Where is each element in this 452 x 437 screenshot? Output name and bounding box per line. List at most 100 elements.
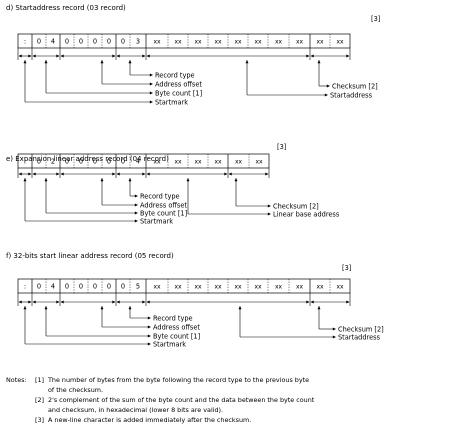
arrow-right-icon (112, 172, 116, 176)
record-cell: xx (194, 284, 202, 291)
record-cell: : (24, 38, 26, 46)
record-cell: xx (234, 39, 242, 46)
arrow-left-icon (310, 300, 314, 304)
record-frame (17, 153, 270, 169)
arrow-right-icon (267, 204, 271, 208)
record-cell: xx (194, 159, 202, 166)
record-cell: xx (254, 39, 262, 46)
label-checksum: Checksum [2] (338, 325, 384, 333)
arrow-left-icon (18, 300, 22, 304)
arrow-right-icon (112, 54, 116, 58)
record-cell: 0 (37, 158, 41, 166)
label-record-type: Record type (155, 71, 195, 79)
record-cell: 5 (136, 283, 140, 291)
record-cell: 0 (121, 38, 125, 46)
arrow-up-icon (100, 60, 104, 64)
arrow-right-icon (346, 54, 350, 58)
arrow-right-icon (147, 325, 151, 329)
record-cell: : (24, 158, 26, 166)
arrow-left-icon (18, 172, 22, 176)
notes-block: Notes:[1]The number of bytes from the by… (6, 376, 315, 424)
label-checksum: Checksum [2] (332, 82, 378, 90)
label-record-type: Record type (140, 192, 180, 200)
label-byte-count: Byte count [1] (155, 89, 202, 97)
record-cell: xx (275, 284, 283, 291)
record-cell: 0 (107, 283, 111, 291)
record-cell: 0 (79, 38, 83, 46)
label-startmark: Startmark (155, 98, 188, 106)
section-expansion-linear-address-record: e) Expansion linear address record (04 r… (6, 143, 340, 225)
arrow-left-icon (146, 300, 150, 304)
record-cell: xx (296, 39, 304, 46)
arrow-left-icon (146, 172, 150, 176)
label-address-offset: Address offset (155, 80, 202, 88)
record-cell: xx (153, 39, 161, 46)
arrow-left-icon (310, 54, 314, 58)
record-cell: xx (336, 284, 344, 291)
record-cell: 0 (79, 158, 83, 166)
arrow-right-icon (346, 300, 350, 304)
record-cell: 0 (37, 38, 41, 46)
label-startmark: Startmark (153, 340, 186, 348)
note-ref-3: [3] (277, 143, 286, 151)
record-cell: xx (275, 39, 283, 46)
arrow-up-icon (44, 60, 48, 64)
arrow-right-icon (149, 91, 153, 95)
record-cell: 0 (65, 158, 69, 166)
arrow-right-icon (224, 172, 228, 176)
record-frame (17, 33, 351, 49)
arrow-left-icon (60, 54, 64, 58)
note-text: 2's complement of the sum of the byte co… (48, 396, 315, 404)
record-cell: 0 (65, 38, 69, 46)
arrow-up-icon (44, 306, 48, 310)
arrow-right-icon (28, 300, 32, 304)
section-title: d) Startaddress record (03 record) (6, 4, 126, 12)
arrow-up-icon (128, 60, 132, 64)
record-cell: xx (174, 39, 182, 46)
arrow-up-icon (128, 306, 132, 310)
record-cell: xx (254, 284, 262, 291)
arrow-right-icon (147, 334, 151, 338)
record-cell: xx (235, 159, 243, 166)
arrow-right-icon (134, 211, 138, 215)
record-cell: 0 (93, 38, 97, 46)
arrow-left-icon (32, 172, 36, 176)
arrow-up-icon (186, 178, 190, 182)
note-ref: [1] (35, 376, 44, 384)
label-checksum: Checksum [2] (273, 202, 319, 210)
arrow-left-icon (60, 172, 64, 176)
arrow-up-icon (44, 178, 48, 182)
note-text: The number of bytes from the byte follow… (47, 376, 309, 384)
arrow-right-icon (112, 300, 116, 304)
arrow-left-icon (116, 300, 120, 304)
record-cell: xx (316, 39, 324, 46)
arrow-left-icon (32, 54, 36, 58)
record-cell: 0 (121, 283, 125, 291)
note-text: and checksum, in hexadecimal (lower 8 bi… (48, 406, 223, 414)
arrow-right-icon (332, 335, 336, 339)
arrow-up-icon (128, 178, 132, 182)
label-byte-count: Byte count [1] (153, 332, 200, 340)
arrow-up-icon (317, 306, 321, 310)
note-ref-3: [3] (371, 15, 380, 23)
arrow-up-icon (245, 60, 249, 64)
arrow-right-icon (147, 316, 151, 320)
label-startmark: Startmark (140, 217, 173, 225)
record-cell: xx (234, 284, 242, 291)
record-cell: xx (336, 39, 344, 46)
record-cell: 0 (107, 158, 111, 166)
arrow-left-icon (146, 54, 150, 58)
arrow-right-icon (134, 194, 138, 198)
section-title: e) Expansion linear address record (04 r… (6, 155, 169, 163)
arrow-up-icon (317, 60, 321, 64)
record-cell: xx (214, 159, 222, 166)
arrow-right-icon (267, 212, 271, 216)
record-frame (17, 278, 351, 294)
arrow-up-icon (100, 178, 104, 182)
arrow-up-icon (238, 306, 242, 310)
record-cell: 2 (51, 158, 55, 166)
arrow-up-icon (234, 178, 238, 182)
arrow-right-icon (142, 172, 146, 176)
note-ref-3: [3] (342, 264, 351, 272)
